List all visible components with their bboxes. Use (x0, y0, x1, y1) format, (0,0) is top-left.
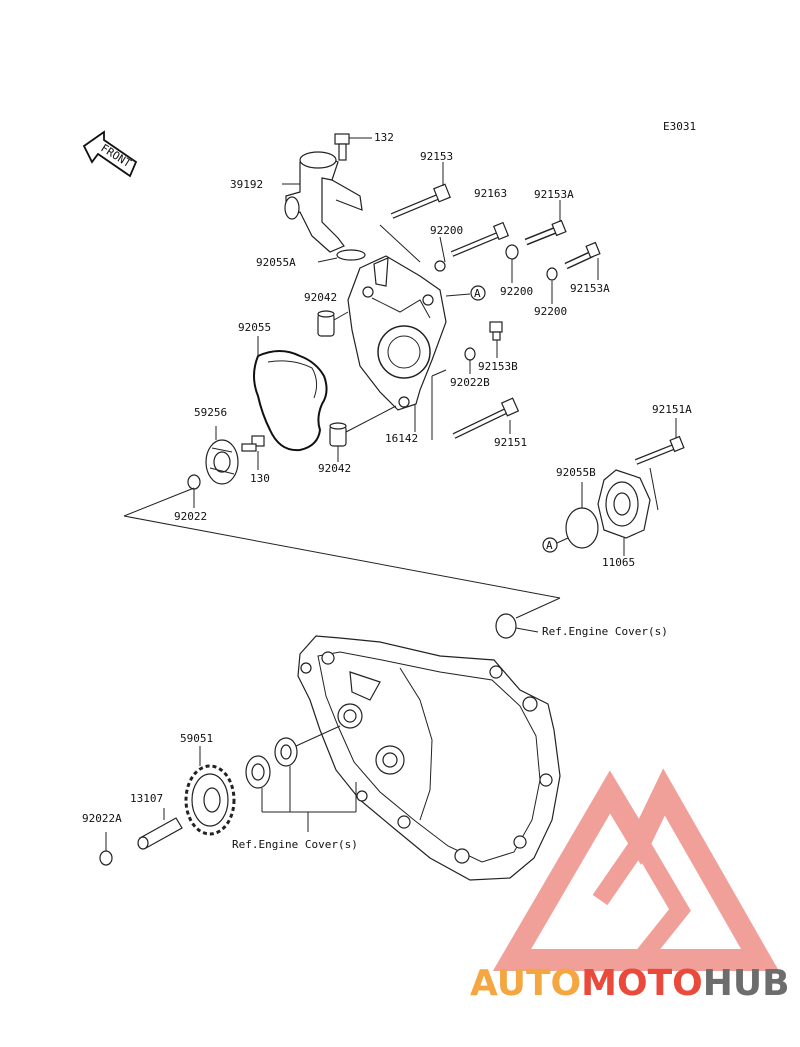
bearing-left (245, 755, 271, 789)
callout-a-upper (470, 285, 486, 301)
ref-engine-cover-right: Ref.Engine Cover(s) (542, 625, 668, 638)
label-11065: 11065 (602, 556, 635, 569)
o-ring-92055A (336, 249, 366, 261)
label-92200-b: 92200 (500, 285, 533, 298)
label-92200-a: 92200 (430, 224, 463, 237)
front-arrow-icon: FRONT (82, 130, 138, 178)
label-16142: 16142 (385, 432, 418, 445)
label-92055B: 92055B (556, 466, 596, 479)
washer-92022B (464, 347, 476, 361)
diagram-code: E3031 (663, 120, 696, 133)
water-pump-cover-16142 (347, 255, 447, 411)
label-59051: 59051 (180, 732, 213, 745)
bolt-92151A (634, 435, 685, 465)
dowel-92042-bottom (329, 422, 347, 447)
bolt-92151 (452, 397, 520, 439)
label-39192: 39192 (230, 178, 263, 191)
label-92022B: 92022B (450, 376, 490, 389)
label-59256: 59256 (194, 406, 227, 419)
label-92163: 92163 (474, 187, 507, 200)
label-92153A-top: 92153A (534, 188, 574, 201)
label-13107: 13107 (130, 792, 163, 805)
bolt-132 (334, 133, 350, 161)
o-ring-92055B (565, 507, 599, 549)
bolt-92163 (450, 221, 510, 257)
engine-cover (297, 635, 561, 881)
gasket-92055 (253, 350, 328, 452)
shaft-13107 (137, 817, 183, 850)
label-92042-top: 92042 (304, 291, 337, 304)
washer-92200-a (434, 260, 446, 272)
bearing-right (274, 737, 298, 767)
label-92042-bottom: 92042 (318, 462, 351, 475)
label-92153A-right: 92153A (570, 282, 610, 295)
pump-body-11065 (597, 469, 651, 539)
callout-a-lower (542, 537, 558, 553)
bolt-92153A-right (564, 241, 601, 270)
washer-92022 (187, 474, 201, 490)
impeller-59256 (205, 439, 239, 485)
gear-59051 (184, 764, 236, 836)
label-92151A: 92151A (652, 403, 692, 416)
label-92200-c: 92200 (534, 305, 567, 318)
bolt-130 (241, 435, 265, 452)
label-92022A: 92022A (82, 812, 122, 825)
label-130: 130 (250, 472, 270, 485)
washer-92022A (99, 850, 113, 866)
label-132: 132 (374, 131, 394, 144)
ref-engine-cover-bottom: Ref.Engine Cover(s) (232, 838, 358, 851)
washer-92200-b (505, 244, 519, 260)
callout-a-upper-letter: A (474, 287, 481, 300)
automotohub-logo (492, 768, 779, 971)
hose-fitting-39192 (284, 151, 363, 253)
bolt-92153B (489, 321, 503, 341)
bolt-92153A-top (524, 219, 567, 246)
label-92153B: 92153B (478, 360, 518, 373)
label-92153: 92153 (420, 150, 453, 163)
label-92022: 92022 (174, 510, 207, 523)
label-92055A: 92055A (256, 256, 296, 269)
oil-seal (495, 613, 517, 639)
dowel-92042-top (317, 310, 335, 337)
label-92055: 92055 (238, 321, 271, 334)
label-92151: 92151 (494, 436, 527, 449)
bolt-92153 (390, 183, 451, 219)
watermark-text: AUTOMOTOHUB (470, 963, 790, 1004)
washer-92200-c (546, 267, 558, 281)
callout-a-lower-letter: A (546, 539, 553, 552)
